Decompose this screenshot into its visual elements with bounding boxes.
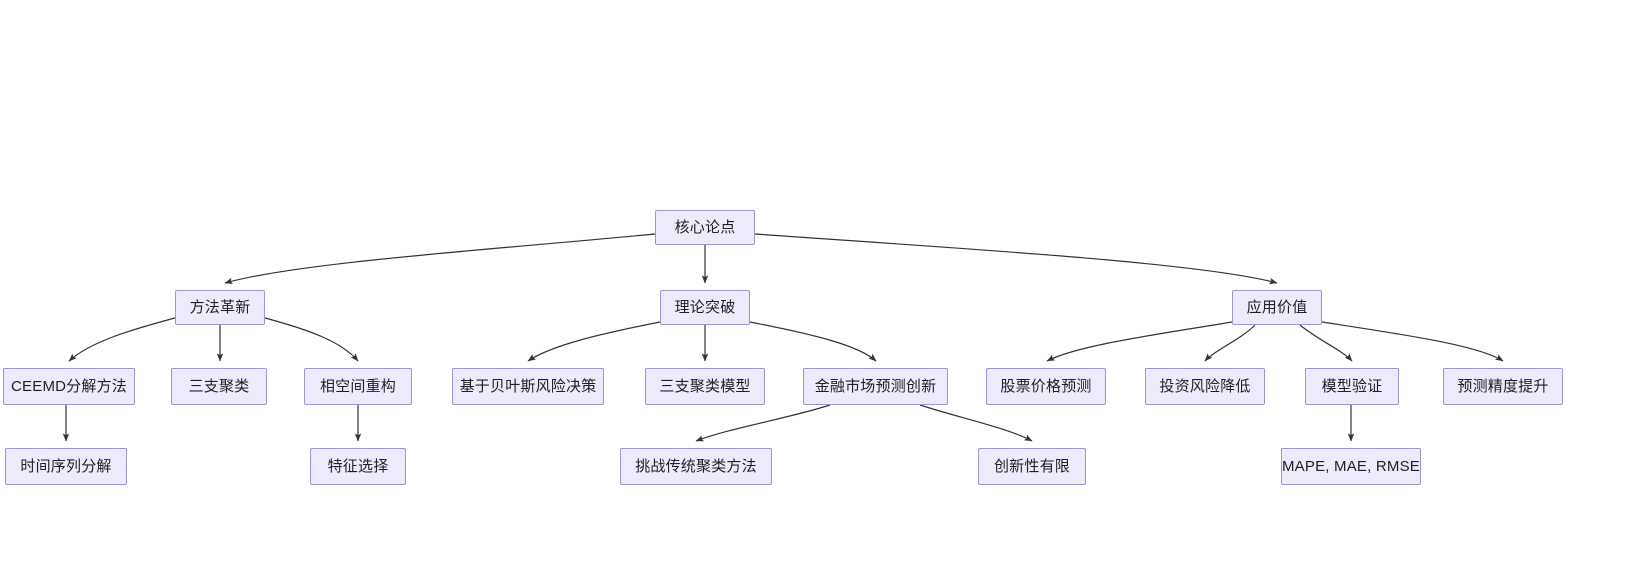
node-label: 投资风险降低 [1159, 378, 1251, 395]
node-n3[interactable]: 应用价值 [1232, 290, 1322, 325]
node-label: 应用价值 [1246, 299, 1308, 316]
node-n1[interactable]: 方法革新 [175, 290, 265, 325]
node-n2a[interactable]: 基于贝叶斯风险决策 [452, 368, 604, 405]
node-n1c1[interactable]: 特征选择 [310, 448, 406, 485]
node-n3a[interactable]: 股票价格预测 [986, 368, 1106, 405]
node-label: MAPE, MAE, RMSE [1281, 458, 1421, 475]
node-label: 金融市场预测创新 [814, 378, 937, 395]
node-n3d[interactable]: 预测精度提升 [1443, 368, 1563, 405]
node-label: 创新性有限 [993, 458, 1070, 475]
node-label: 三支聚类模型 [659, 378, 751, 395]
node-n3c1[interactable]: MAPE, MAE, RMSE [1281, 448, 1421, 485]
node-n2c[interactable]: 金融市场预测创新 [803, 368, 948, 405]
edge-n2-to-n2a [527, 321, 661, 362]
node-label: 理论突破 [674, 299, 736, 316]
node-root[interactable]: 核心论点 [655, 210, 755, 245]
node-n1a1[interactable]: 时间序列分解 [5, 448, 127, 485]
node-n3b[interactable]: 投资风险降低 [1145, 368, 1265, 405]
edge-n2-to-n2c [749, 321, 877, 362]
node-n2c2[interactable]: 创新性有限 [978, 448, 1086, 485]
node-label: CEEMD分解方法 [11, 378, 127, 395]
edge-n3-to-n3d [1321, 321, 1504, 362]
node-n1a[interactable]: CEEMD分解方法 [3, 368, 135, 405]
node-n3c[interactable]: 模型验证 [1305, 368, 1399, 405]
edge-n2c-to-n2c2 [919, 404, 1033, 442]
node-n2[interactable]: 理论突破 [660, 290, 750, 325]
node-label: 方法革新 [189, 299, 251, 316]
edge-n1-to-n1c [264, 317, 359, 362]
node-label: 三支聚类 [188, 378, 250, 395]
node-n1c[interactable]: 相空间重构 [304, 368, 412, 405]
node-label: 股票价格预测 [1000, 378, 1092, 395]
node-label: 预测精度提升 [1457, 378, 1549, 395]
node-label: 特征选择 [327, 458, 389, 475]
edge-root-to-n3 [754, 233, 1278, 285]
node-label: 挑战传统聚类方法 [635, 458, 757, 475]
node-label: 基于贝叶斯风险决策 [459, 378, 597, 395]
edge-n3-to-n3b [1204, 324, 1256, 362]
edge-n3-to-n3c [1299, 324, 1353, 362]
node-label: 相空间重构 [319, 378, 396, 395]
node-label: 核心论点 [674, 219, 736, 236]
edge-n1-to-n1a [68, 317, 176, 362]
node-label: 模型验证 [1321, 378, 1383, 395]
edges-group [62, 233, 1504, 442]
node-n2b[interactable]: 三支聚类模型 [645, 368, 765, 405]
node-label: 时间序列分解 [20, 458, 112, 475]
edge-n3-to-n3a [1046, 321, 1233, 362]
edge-n2c-to-n2c1 [695, 404, 831, 442]
node-n2c1[interactable]: 挑战传统聚类方法 [620, 448, 772, 485]
edge-root-to-n1 [224, 233, 656, 285]
node-n1b[interactable]: 三支聚类 [171, 368, 267, 405]
